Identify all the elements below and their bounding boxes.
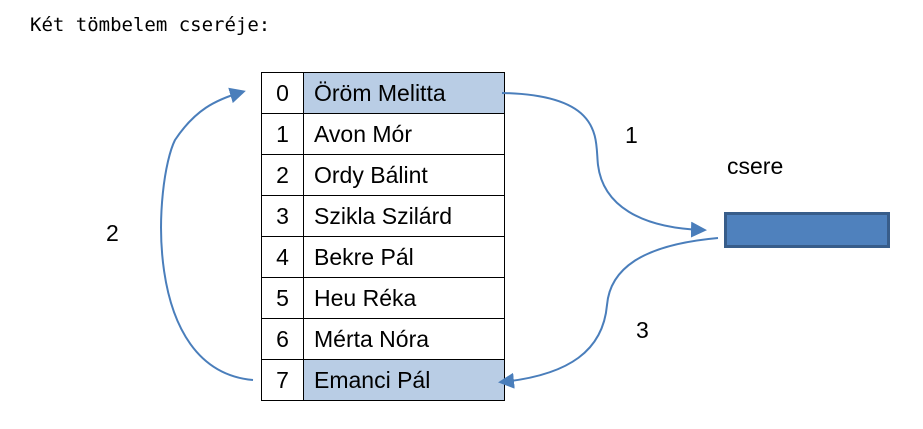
- array-value: Avon Mór: [303, 113, 505, 155]
- array-row-0: 0 Öröm Melitta: [261, 72, 505, 114]
- array-table: 0 Öröm Melitta 1 Avon Mór 2 Ordy Bálint …: [261, 72, 505, 401]
- array-index: 2: [261, 154, 304, 196]
- array-row-2: 2 Ordy Bálint: [261, 154, 505, 196]
- array-index: 3: [261, 195, 304, 237]
- array-row-7: 7 Emanci Pál: [261, 359, 505, 401]
- array-value: Heu Réka: [303, 277, 505, 319]
- temp-variable-box: [724, 212, 890, 248]
- step-3-label: 3: [636, 317, 649, 343]
- array-index: 4: [261, 236, 304, 278]
- array-index: 5: [261, 277, 304, 319]
- arrow-step-3: [498, 237, 719, 389]
- array-value: Szikla Szilárd: [303, 195, 505, 237]
- arrow-step-2: [160, 87, 254, 381]
- array-value: Ordy Bálint: [303, 154, 505, 196]
- step-2-label: 2: [106, 220, 119, 246]
- array-value: Emanci Pál: [303, 359, 505, 401]
- array-value: Öröm Melitta: [303, 72, 505, 114]
- array-row-5: 5 Heu Réka: [261, 277, 505, 319]
- page-title: Két tömbelem cseréje:: [30, 14, 271, 36]
- array-row-1: 1 Avon Mór: [261, 113, 505, 155]
- temp-variable-label: csere: [727, 153, 784, 179]
- array-index: 7: [261, 359, 304, 401]
- arrow-step-1: [501, 92, 707, 238]
- step-1-label: 1: [625, 122, 638, 148]
- array-row-3: 3 Szikla Szilárd: [261, 195, 505, 237]
